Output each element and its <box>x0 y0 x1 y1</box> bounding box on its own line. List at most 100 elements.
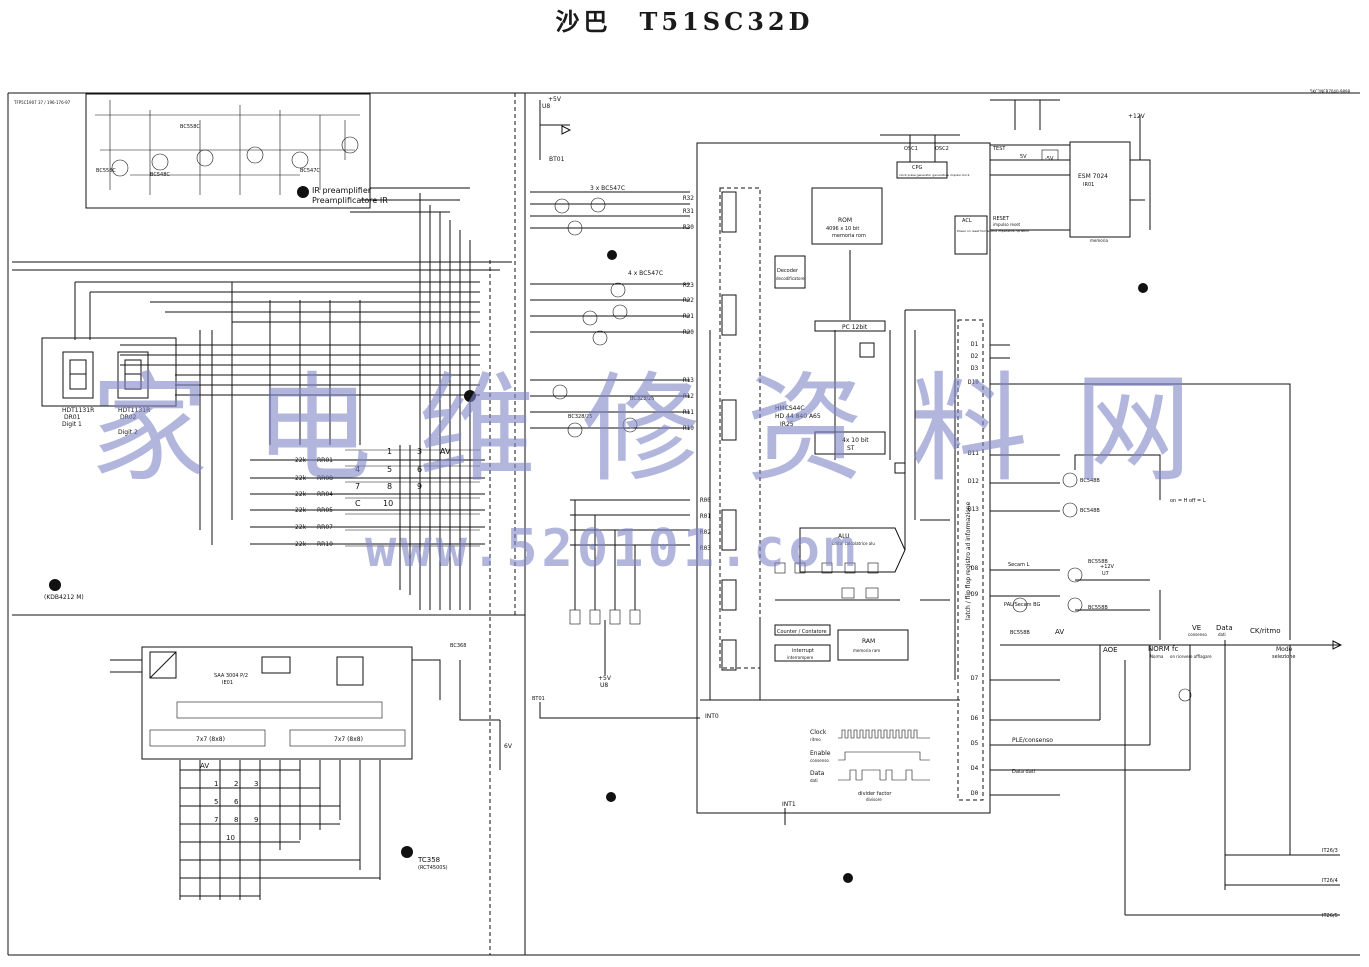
transistor-label: BC558C <box>96 168 116 174</box>
svg-text:BC558B: BC558B <box>1088 605 1108 611</box>
svg-text:Secam L: Secam L <box>1008 562 1030 568</box>
svg-text:D2: D2 <box>971 353 979 360</box>
seven-seg-display: HDT1131R DR01 Digit 1 HDT1131R DR02 Digi… <box>41 337 177 436</box>
svg-text:7: 7 <box>214 816 218 824</box>
watermark-url: www.520101.com <box>365 519 859 579</box>
svg-text:22k: 22k <box>295 541 307 548</box>
svg-text:D1: D1 <box>971 341 979 348</box>
svg-text:consenso: consenso <box>1188 632 1207 637</box>
transistor-label: BC558C <box>180 124 200 130</box>
svg-text:dati: dati <box>810 778 818 783</box>
watermark-cn: 家电维修资料网 <box>90 360 1238 498</box>
key-label: 7 <box>355 482 360 491</box>
svg-text:RR04: RR04 <box>317 491 333 498</box>
remote-ref: TC358 <box>417 856 440 864</box>
remote-sub: (RCT4500S) <box>418 865 448 871</box>
mcu-label: HMCS44C <box>775 405 805 412</box>
svg-text:22k: 22k <box>295 475 307 482</box>
clock-section: CPG clock pulse generator generatore imp… <box>880 134 970 179</box>
remote-matrix: AV 1 2 3 5 6 7 8 9 10 TC358 (RCT4500S) <box>179 760 448 900</box>
mcu-chip: R32 R31 R30 R23 R22 R21 R20 R13 R12 R11 … <box>683 142 991 814</box>
svg-text:D12: D12 <box>968 478 979 485</box>
svg-text:ritmo: ritmo <box>810 737 821 742</box>
svg-text:R02: R02 <box>700 529 711 536</box>
interrupt-label: interrupt <box>792 648 814 654</box>
svg-text:22k: 22k <box>295 457 307 464</box>
transistor-label: BC547C <box>300 168 320 174</box>
svg-text:D7: D7 <box>971 675 979 682</box>
svg-text:NORM: NORM <box>1148 645 1170 653</box>
svg-text:BT01: BT01 <box>549 156 565 163</box>
ram-sub: memoria ram <box>853 648 880 653</box>
eeprom-ref: IR01 <box>1083 182 1094 188</box>
svg-text:divider factor: divider factor <box>858 791 892 797</box>
svg-text:22k: 22k <box>295 491 307 498</box>
svg-text:BT01: BT01 <box>532 696 545 702</box>
matrix-right-label: 7x7 (8x8) <box>334 736 363 743</box>
ir-preamp-block: IR preamplifier Preamplificatore IR BC55… <box>85 93 388 209</box>
svg-text:AV: AV <box>200 762 209 770</box>
receiver-ref: IE01 <box>222 680 233 686</box>
svg-text:on ricevere afflagare: on ricevere afflagare <box>1170 654 1212 659</box>
interrupt-lines: BT01 INT0 INT1 <box>532 696 853 883</box>
svg-text:+5V: +5V <box>548 96 562 103</box>
key-label: 1 <box>387 447 392 456</box>
transistor-group-middle: 4 x BC547C <box>530 270 690 346</box>
timing-diagram: Clock ritmo Enable consenso Data dati di… <box>810 729 930 802</box>
svg-text:D0: D0 <box>971 790 979 797</box>
svg-text:D9: D9 <box>971 591 979 598</box>
svg-text:divisore: divisore <box>866 797 882 802</box>
svg-text:TEST: TEST <box>992 146 1006 152</box>
ir-preamp-label-en: IR preamplifier <box>312 186 372 195</box>
svg-text:22k: 22k <box>295 524 307 531</box>
display-part-2: HDT1131R <box>118 407 150 414</box>
decoder-sub: decodificatore <box>776 276 805 281</box>
frame <box>7 92 1360 956</box>
svg-text:RR01: RR01 <box>317 457 333 464</box>
svg-text:-5V: -5V <box>1045 156 1054 162</box>
svg-text:BC548B: BC548B <box>1080 478 1100 484</box>
svg-text:+5V: +5V <box>598 675 612 682</box>
display-digit-2: Digit 2 <box>118 429 138 436</box>
svg-text:D4: D4 <box>971 765 979 772</box>
receiver-part: SAA 3004 P/2 <box>214 673 248 679</box>
svg-text:5: 5 <box>214 798 218 806</box>
key-label: 8 <box>387 482 392 491</box>
svg-text:+12V: +12V <box>1100 564 1115 570</box>
ir-preamp-label-it: Preamplificatore IR <box>312 196 388 205</box>
svg-text:BC558B: BC558B <box>1010 630 1030 636</box>
transistor-group-lower: BC328/25 BC328/25 <box>464 379 690 438</box>
svg-text:Norma: Norma <box>1150 654 1164 659</box>
svg-text:U8: U8 <box>600 682 608 689</box>
cpg-label: CPG <box>912 165 923 171</box>
svg-text:impulso reset: impulso reset <box>993 222 1021 227</box>
keyboard-keys: 1 3 AV 4 5 6 7 8 9 C 10 <box>345 447 480 547</box>
svg-text:AV: AV <box>1055 628 1064 636</box>
header-code-left: TFP5C1907 37 / 196-176-97 <box>13 100 71 105</box>
svg-text:PLE/consenso: PLE/consenso <box>1012 737 1053 744</box>
svg-text:Clock: Clock <box>810 729 827 736</box>
bus-wires <box>12 187 512 610</box>
svg-text:R21: R21 <box>683 313 694 320</box>
svg-text:2: 2 <box>234 780 238 788</box>
output-transistors: BC548B BC548B BC558B BC558B BC558B on = … <box>1004 454 1206 640</box>
svg-text:3 x BC547C: 3 x BC547C <box>590 185 625 192</box>
svg-text:BC558B: BC558B <box>1088 559 1108 565</box>
svg-text:INT0: INT0 <box>705 713 719 720</box>
ram-label: RAM <box>862 638 875 645</box>
svg-text:R12: R12 <box>683 393 694 400</box>
keyboard-resistors: 22k RR01 22k RR08 22k RR04 22k RR05 22k … <box>295 457 333 548</box>
keyboard-ref: (KDB4212 M) <box>44 594 84 601</box>
svg-text:U7: U7 <box>1102 571 1109 577</box>
svg-text:5V: 5V <box>1020 154 1027 160</box>
svg-text:dati: dati <box>1218 632 1226 637</box>
display-ref-1: DR01 <box>64 414 81 421</box>
rom-sub: memoria rom <box>832 233 866 239</box>
svg-text:BC328/25: BC328/25 <box>568 414 592 420</box>
alu-sub: unita' calcolatrice alu <box>832 541 875 546</box>
svg-text:CK/ritmo: CK/ritmo <box>1250 627 1281 635</box>
svg-text:AOE: AOE <box>1103 646 1118 654</box>
rom-label: ROM <box>838 217 852 224</box>
svg-text:PAL/Secam BG: PAL/Secam BG <box>1004 602 1040 608</box>
svg-text:D3: D3 <box>971 365 979 372</box>
